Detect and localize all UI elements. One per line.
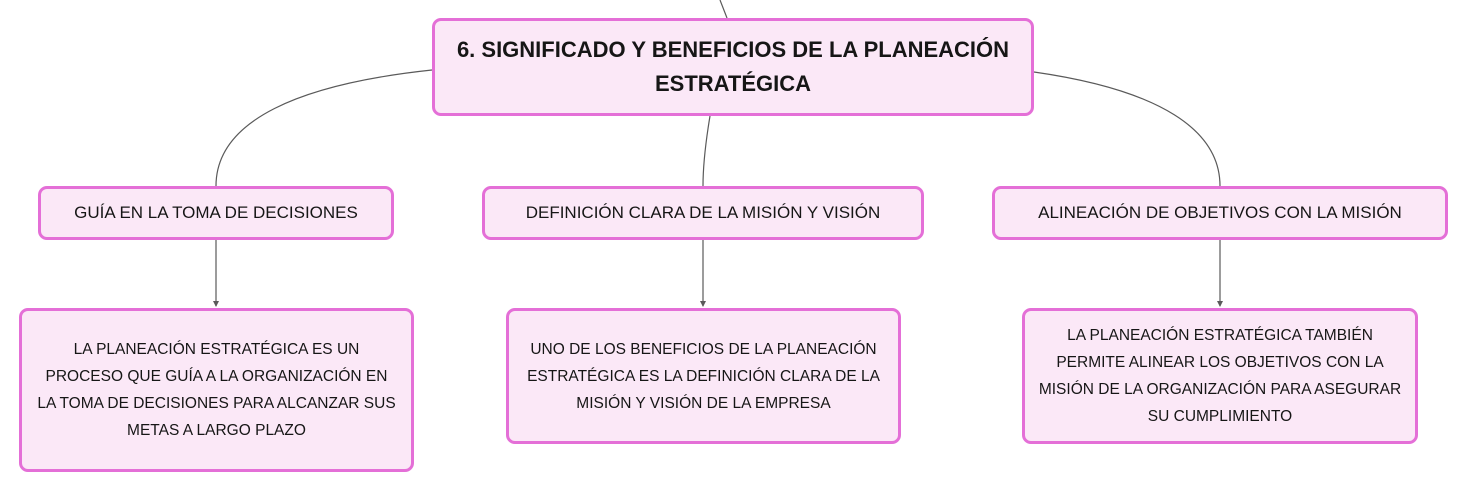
detail-node-mission-vision[interactable]: UNO DE LOS BENEFICIOS DE LA PLANEACIÓN E…	[506, 308, 901, 444]
detail-node-objective-alignment[interactable]: LA PLANEACIÓN ESTRATÉGICA TAMBIÉN PERMIT…	[1022, 308, 1418, 444]
topic-node-label: GUÍA EN LA TOMA DE DECISIONES	[74, 203, 358, 222]
topic-node-label: DEFINICIÓN CLARA DE LA MISIÓN Y VISIÓN	[525, 203, 881, 222]
detail-node-text: UNO DE LOS BENEFICIOS DE LA PLANEACIÓN E…	[527, 340, 880, 412]
connector-root-to-topic-1	[215, 69, 433, 187]
detail-node-text: LA PLANEACIÓN ESTRATÉGICA ES UN PROCESO …	[37, 341, 396, 439]
connector-parent-to-root	[719, 0, 728, 19]
connector-root-to-topic-3	[1033, 71, 1221, 187]
topic-node-mission-vision[interactable]: DEFINICIÓN CLARA DE LA MISIÓN Y VISIÓN	[482, 186, 924, 240]
topic-node-label: ALINEACIÓN DE OBJETIVOS CON LA MISIÓN	[1038, 203, 1402, 222]
topic-node-objective-alignment[interactable]: ALINEACIÓN DE OBJETIVOS CON LA MISIÓN	[992, 186, 1448, 240]
detail-node-text: LA PLANEACIÓN ESTRATÉGICA TAMBIÉN PERMIT…	[1038, 327, 1402, 425]
detail-node-decision-guide[interactable]: LA PLANEACIÓN ESTRATÉGICA ES UN PROCESO …	[19, 308, 414, 472]
connector-root-to-topic-2	[702, 115, 711, 187]
root-node-label: 6. SIGNIFICADO Y BENEFICIOS DE LA PLANEA…	[456, 37, 1010, 96]
topic-node-decision-guide[interactable]: GUÍA EN LA TOMA DE DECISIONES	[38, 186, 394, 240]
root-node[interactable]: 6. SIGNIFICADO Y BENEFICIOS DE LA PLANEA…	[432, 18, 1034, 116]
